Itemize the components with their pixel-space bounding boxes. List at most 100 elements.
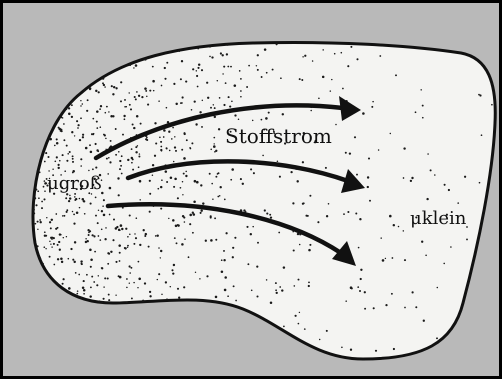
stipple-dot [60,234,61,235]
stipple-dot [111,51,114,54]
stipple-dot [257,69,259,71]
stipple-dot [205,240,207,242]
stipple-dot [121,228,123,230]
stipple-dot [89,306,91,308]
stipple-dot [318,98,320,100]
stipple-dot [112,239,114,241]
stipple-dot [116,329,119,332]
stipple-dot [331,79,332,80]
stipple-dot [262,336,264,338]
stipple-dot [139,180,142,183]
stipple-dot [124,247,126,249]
stipple-dot [67,57,69,59]
stipple-dot [262,155,264,157]
stipple-dot [309,244,311,246]
stipple-dot [190,361,192,363]
stipple-dot [415,306,417,308]
stipple-dot [61,307,63,309]
stipple-dot [139,54,141,56]
stipple-dot [107,277,109,279]
stipple-dot [68,113,71,116]
stipple-dot [66,160,68,162]
stipple-dot [42,281,44,283]
stipple-dot [81,263,83,265]
stipple-dot [261,76,263,78]
stipple-dot [127,236,129,238]
stipple-dot [166,147,168,149]
stipple-dot [127,159,129,161]
stipple-dot [180,335,182,337]
stipple-dot [350,349,352,351]
stipple-dot [188,304,190,306]
stipple-dot [246,332,248,334]
stipple-dot [342,88,344,90]
stipple-dot [63,311,65,313]
stipple-dot [153,90,155,92]
stipple-dot [30,44,33,47]
stipple-dot [76,343,78,345]
stipple-dot [118,334,120,336]
stipple-dot [69,339,71,341]
stipple-dot [145,233,147,235]
stipple-dot [225,82,227,84]
stipple-dot [31,148,33,150]
stipple-dot [127,245,129,247]
low-potential-label: μklein [410,210,466,228]
stipple-dot [299,78,301,80]
stipple-dot [171,138,173,140]
stipple-dot [104,238,106,240]
stipple-dot [37,77,39,79]
stipple-dot [224,199,226,201]
stipple-dot [108,111,109,112]
stipple-dot [155,235,157,237]
stipple-dot [210,149,212,151]
stipple-dot [53,46,55,48]
stipple-dot [97,332,99,334]
stipple-dot [141,96,143,98]
stipple-dot [206,304,208,306]
stipple-dot [51,68,53,70]
stipple-dot [98,210,99,211]
stipple-dot [35,95,37,97]
stipple-dot [57,227,59,229]
stipple-dot [43,287,45,289]
stipple-dot [71,344,73,346]
stipple-dot [125,337,127,339]
stipple-dot [111,61,113,63]
stipple-dot [149,180,151,182]
stipple-dot [95,143,97,145]
stipple-dot [34,325,36,327]
stipple-dot [297,355,299,357]
stipple-dot [155,142,157,144]
stipple-dot [224,351,226,353]
stipple-dot [152,164,154,166]
stipple-dot [70,248,72,250]
stipple-dot [443,263,445,265]
stipple-dot [118,275,120,277]
stipple-dot [257,242,259,244]
stipple-dot [159,136,161,138]
stipple-dot [31,184,33,186]
stipple-dot [257,54,259,56]
stipple-dot [422,117,424,119]
stipple-dot [186,139,188,141]
stipple-dot [71,343,73,345]
stipple-dot [130,267,132,269]
stipple-dot [217,80,218,81]
stipple-dot [96,121,98,123]
stipple-dot [264,209,266,211]
stipple-dot [294,285,296,287]
stipple-dot [40,298,43,301]
stipple-dot [120,347,122,349]
stipple-dot [395,74,397,76]
stipple-dot [161,179,163,181]
stipple-dot [82,103,84,105]
stipple-dot [160,257,161,258]
stipple-dot [390,133,391,134]
stipple-dot [214,151,216,153]
stipple-dot [76,120,78,122]
stipple-dot [187,357,188,358]
stipple-dot [135,237,137,239]
stipple-dot [41,201,43,203]
stipple-dot [48,82,50,84]
